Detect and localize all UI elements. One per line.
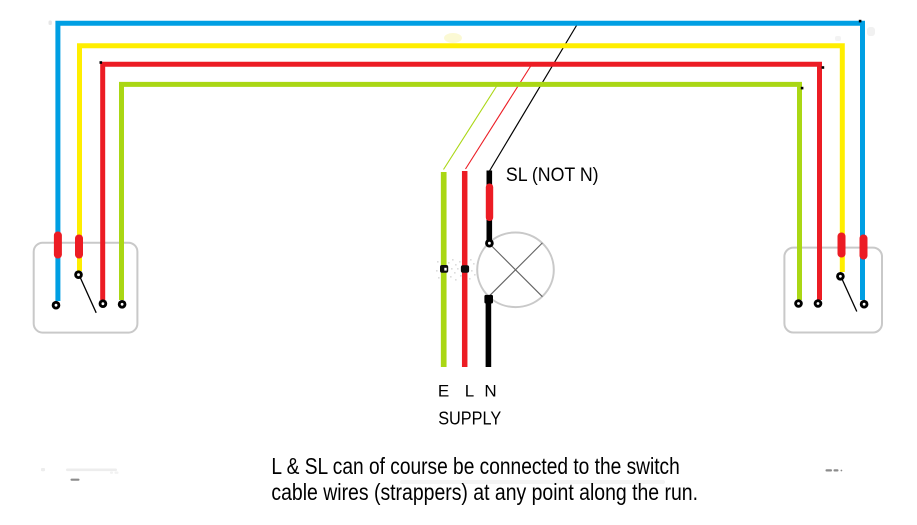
svg-text:E: E [438, 382, 449, 401]
svg-text:cable wires (strappers) at any: cable wires (strappers) at any point alo… [271, 479, 698, 505]
svg-text:L & SL can of course be connec: L & SL can of course be connected to the… [271, 453, 679, 479]
svg-text:SUPPLY: SUPPLY [438, 408, 501, 428]
svg-text:SL (NOT N): SL (NOT N) [506, 165, 599, 186]
svg-text:N: N [484, 382, 496, 401]
svg-text:L: L [465, 382, 474, 401]
